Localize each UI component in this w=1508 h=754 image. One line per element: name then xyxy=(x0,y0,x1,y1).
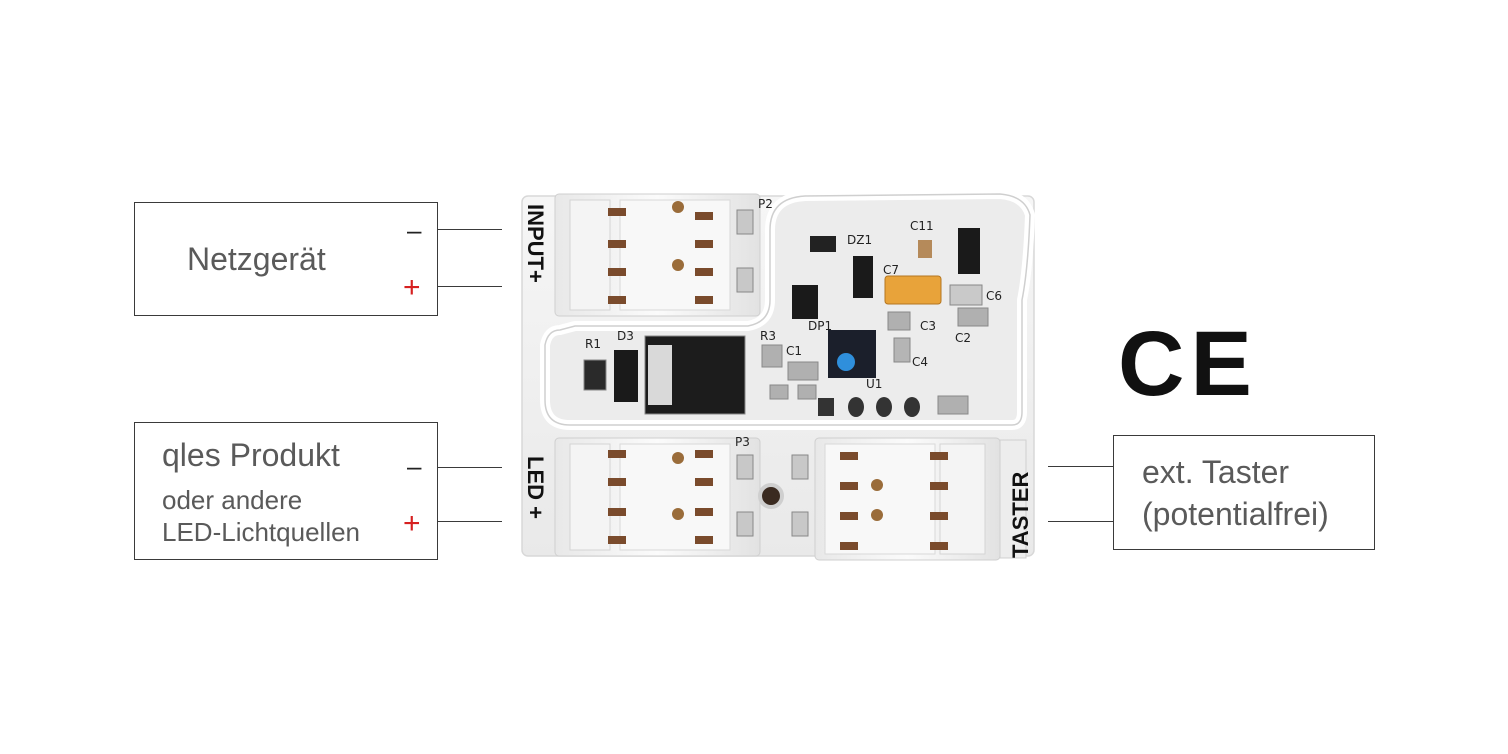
led-minus-wire xyxy=(438,467,502,468)
ce-mark: CE xyxy=(1118,313,1258,415)
ref-C6: C6 xyxy=(986,289,1002,303)
ref-P2: P2 xyxy=(758,197,773,211)
ref-C1: C1 xyxy=(786,344,802,358)
power-supply-label: Netzgerät xyxy=(187,241,326,277)
taster-wire-bottom xyxy=(1048,521,1113,522)
power-minus-sign: – xyxy=(407,215,422,245)
power-plus-sign: + xyxy=(403,271,421,304)
led-label: LED + xyxy=(523,456,548,519)
ref-R3: R3 xyxy=(760,329,776,343)
led-plus-wire xyxy=(438,521,502,522)
taster-connector xyxy=(791,437,1027,561)
led-minus-sign: – xyxy=(407,451,422,481)
ref-C7: C7 xyxy=(883,263,899,277)
taster-wire-top xyxy=(1048,466,1113,467)
ref-P3: P3 xyxy=(735,435,750,449)
led-product-subtitle-1: oder andere xyxy=(162,485,303,515)
ref-C3: C3 xyxy=(920,319,936,333)
ref-DZ1: DZ1 xyxy=(847,233,872,247)
taster-label: TASTER xyxy=(1008,471,1033,558)
ref-D3: D3 xyxy=(617,329,634,343)
ref-U1: U1 xyxy=(866,377,882,391)
led-product-box: qles Produkt oder andere LED-Lichtquelle… xyxy=(134,422,438,560)
input-connector xyxy=(554,193,761,317)
ref-C2: C2 xyxy=(955,331,971,345)
ref-C4: C4 xyxy=(912,355,928,369)
ref-DP1: DP1 xyxy=(808,319,832,333)
led-plus-sign: + xyxy=(403,507,421,540)
taster-box: ext. Taster (potentialfrei) xyxy=(1113,435,1375,550)
power-supply-box: Netzgerät – + xyxy=(134,202,438,316)
taster-title: ext. Taster xyxy=(1142,454,1290,490)
power-plus-wire xyxy=(438,286,502,287)
led-product-title: qles Produkt xyxy=(162,437,340,473)
ref-C11: C11 xyxy=(910,219,934,233)
led-connector xyxy=(554,437,761,557)
mounting-hole xyxy=(758,483,784,509)
power-minus-wire xyxy=(438,229,502,230)
taster-subtitle: (potentialfrei) xyxy=(1142,496,1329,532)
led-product-subtitle-2: LED-Lichtquellen xyxy=(162,517,361,547)
input-label: INPUT+ xyxy=(523,204,548,283)
ref-R1: R1 xyxy=(585,337,601,351)
